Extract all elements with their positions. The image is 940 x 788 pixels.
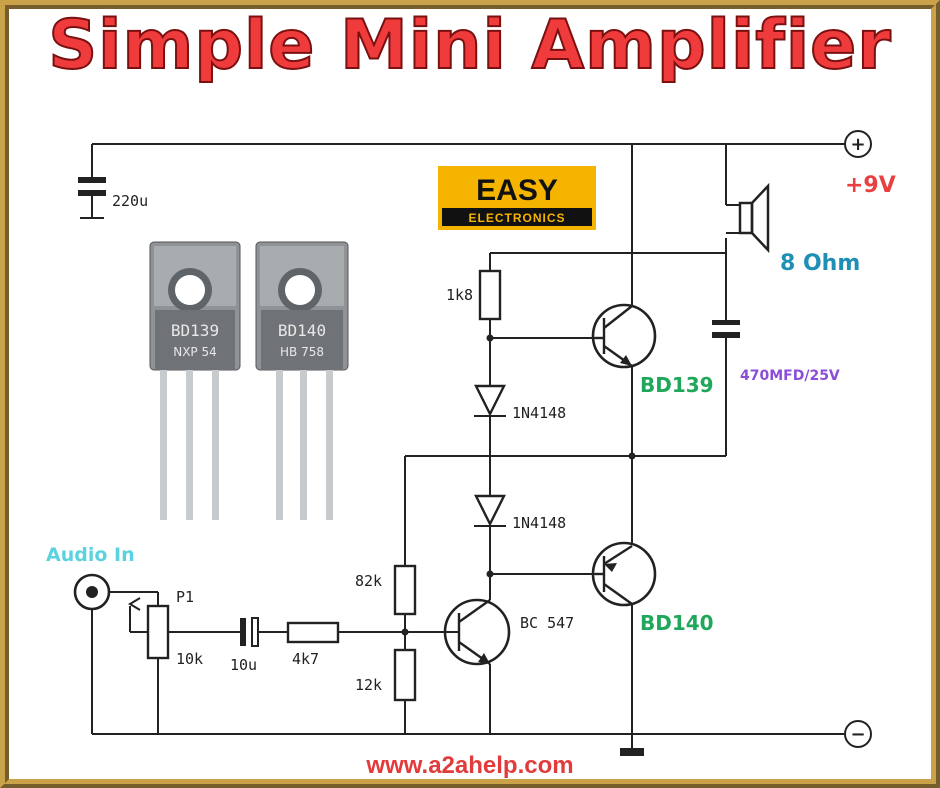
bd140-collector: [603, 583, 633, 605]
photo-bd140: BD140 HB 758: [255, 241, 349, 520]
bd139-collector: [603, 305, 633, 329]
photo-bd140-text1: BD140: [278, 321, 326, 340]
logo-line1: EASY: [476, 174, 558, 207]
cap-220u-plate-bottom: [78, 190, 106, 196]
terminal-minus: [844, 720, 872, 748]
label-audio-in: Audio In: [46, 544, 135, 566]
cap-10u-plate-left: [240, 618, 246, 646]
label-plus-9v: +9V: [845, 173, 896, 198]
audio-jack-center: [86, 586, 98, 598]
photo-bd139-text1: BD139: [171, 321, 219, 340]
pot-arrow: [128, 597, 141, 611]
speaker-cone: [750, 182, 770, 254]
resistor-4k7: [286, 621, 340, 644]
label-10u: 10u: [230, 656, 257, 674]
junction-dot: [628, 452, 636, 460]
diode-1: [474, 384, 506, 417]
bd140-emitter-arrow: [604, 563, 617, 572]
transistor-bd139: [591, 303, 657, 369]
potentiometer-p1: [146, 604, 170, 660]
label-12k: 12k: [355, 676, 382, 694]
photo-bd140-text2: HB 758: [280, 345, 324, 359]
label-8-ohm: 8 Ohm: [780, 251, 860, 276]
terminal-plus: [844, 130, 872, 158]
label-bd140: BD140: [640, 611, 714, 635]
ground-icon: [620, 748, 644, 756]
label-d2: 1N4148: [512, 514, 566, 532]
label-10k: 10k: [176, 650, 203, 668]
junction-dot: [486, 570, 494, 578]
logo-bar: [442, 208, 592, 226]
label-470mfd: 470MFD/25V: [740, 368, 840, 384]
label-bc547: BC 547: [520, 614, 574, 632]
resistor-1k8: [478, 269, 502, 321]
label-bd139: BD139: [640, 373, 714, 397]
photo-bd139-text2: NXP 54: [173, 345, 217, 359]
cap-470-plate-top: [712, 320, 740, 325]
label-82k: 82k: [355, 572, 382, 590]
resistor-12k: [393, 648, 417, 702]
label-1k8: 1k8: [446, 286, 473, 304]
label-4k7: 4k7: [292, 650, 319, 668]
bc547-collector: [458, 599, 491, 623]
speaker-icon: [738, 201, 754, 235]
resistor-82k: [393, 564, 417, 616]
cap-10u-plate-right: [251, 617, 259, 647]
bc547-emitter-arrow: [478, 653, 490, 664]
bd140-emitter: [603, 544, 633, 566]
photo-bd139: BD139 NXP 54: [149, 241, 241, 520]
label-p1: P1: [176, 588, 194, 606]
cap-220u-plate-top: [78, 177, 106, 183]
label-220u: 220u: [112, 192, 148, 210]
diode-2: [474, 494, 506, 527]
label-d1: 1N4148: [512, 404, 566, 422]
terminal-plus-sign: +: [850, 134, 865, 155]
footer-url[interactable]: www.a2ahelp.com: [366, 752, 574, 779]
cap-470-plate-bottom: [712, 332, 740, 338]
transistor-bd140: [591, 541, 657, 607]
bd139-emitter-arrow: [620, 355, 632, 366]
junction-dot: [486, 334, 494, 342]
page-title: Simple Mini Amplifier: [47, 5, 892, 86]
logo-line2: ELECTRONICS: [468, 211, 565, 225]
terminal-minus-sign: −: [850, 724, 865, 745]
